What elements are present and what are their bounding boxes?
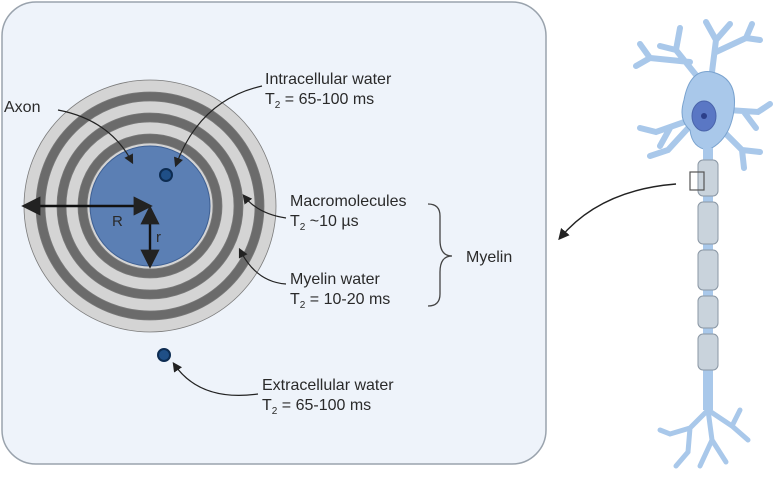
neuron-illustration bbox=[633, 19, 773, 469]
macromolecules-t-sub: 2 bbox=[299, 222, 306, 233]
extracellular-value: = 65-100 ms bbox=[277, 397, 372, 414]
r-label: r bbox=[156, 228, 161, 248]
macromolecules-label: Macromolecules T2 ~10 µs bbox=[290, 192, 406, 234]
zoom-arrow bbox=[558, 183, 677, 241]
extracellular-pointer bbox=[172, 362, 259, 396]
myelin-label: Myelin bbox=[466, 248, 512, 268]
axon-text: Axon bbox=[4, 99, 41, 116]
myelin-water-name: Myelin water bbox=[290, 271, 380, 288]
R-text: R bbox=[112, 213, 123, 230]
myelin-water-label: Myelin water T2 = 10-20 ms bbox=[290, 270, 390, 312]
intracellular-pointer bbox=[173, 85, 263, 168]
extracellular-water-dot bbox=[157, 348, 171, 362]
intracellular-label: Intracellular water T2 = 65-100 ms bbox=[265, 70, 391, 112]
macromolecules-name: Macromolecules bbox=[290, 193, 407, 210]
intracellular-water-dot bbox=[159, 168, 173, 182]
intracellular-t-symbol: T bbox=[265, 91, 275, 108]
extracellular-t-sub: 2 bbox=[271, 406, 278, 417]
extracellular-t-symbol: T bbox=[262, 397, 272, 414]
myelin-text: Myelin bbox=[466, 249, 513, 266]
macromolecules-pointer bbox=[242, 194, 287, 219]
intracellular-name: Intracellular water bbox=[265, 71, 392, 88]
macromolecules-value: ~10 µs bbox=[305, 213, 359, 230]
myelin-water-t-sub: 2 bbox=[299, 300, 306, 311]
intracellular-value: = 65-100 ms bbox=[280, 91, 375, 108]
extracellular-name: Extracellular water bbox=[262, 377, 394, 394]
axon-label: Axon bbox=[4, 98, 40, 118]
r-text: r bbox=[156, 229, 161, 246]
myelin-water-t-symbol: T bbox=[290, 291, 300, 308]
extracellular-label: Extracellular water T2 = 65-100 ms bbox=[262, 376, 394, 418]
axon-pointer bbox=[57, 109, 134, 165]
myelin-water-pointer bbox=[238, 247, 287, 285]
intracellular-t-sub: 2 bbox=[274, 100, 281, 111]
R-label: R bbox=[112, 212, 123, 232]
myelin-brace bbox=[427, 203, 453, 307]
macromolecules-t-symbol: T bbox=[290, 213, 300, 230]
myelin-water-value: = 10-20 ms bbox=[305, 291, 391, 308]
